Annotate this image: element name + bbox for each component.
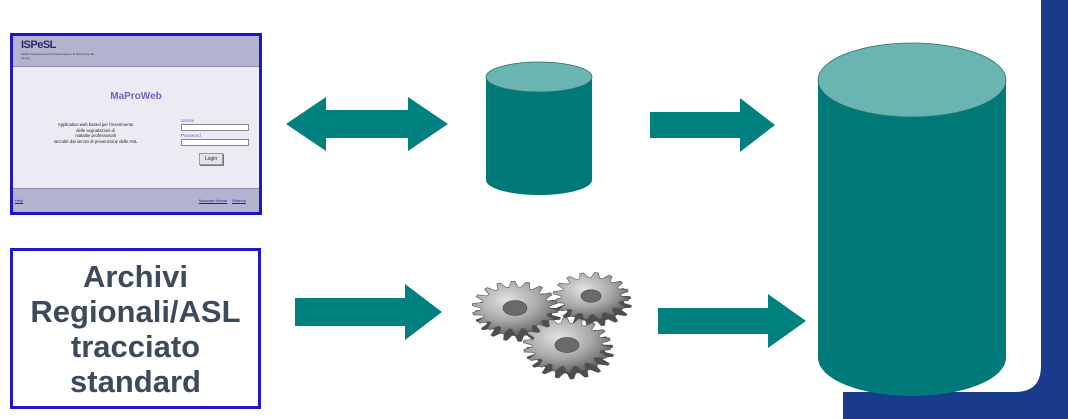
brand-bar [843,0,1068,419]
description-line: delle segnalazioni di [76,127,115,133]
screenshot-footer: Help Manuale Utente Rubrica [13,188,259,212]
gear-hub [580,289,602,303]
login-button[interactable]: Login [199,153,223,165]
app-description: Applicativo web based per l'inserimento … [23,122,168,144]
archives-line: standard [70,363,201,399]
ispesl-logo-subtitle: Istituto Superiore per la Prevenzione e … [21,52,95,60]
database-icon [485,61,593,195]
archives-line: Regionali/ASL [30,293,241,329]
gear-hub [502,300,528,316]
description-line: malattie professionali [75,133,116,139]
description-line: raccolte dai servizi di prevenzione dell… [53,138,138,144]
gear-hub [554,337,580,353]
description-line: Applicativo web based per l'inserimento [57,122,134,127]
gears-icon [471,272,632,380]
arrow-right-icon [658,294,806,348]
password-input[interactable] [181,139,249,146]
maproweb-screenshot: ISPeSL Istituto Superiore per la Prevenz… [10,33,262,215]
manual-link[interactable]: Manuale Utente [199,198,228,203]
user-input[interactable] [181,124,249,131]
password-label: Password [181,133,201,138]
database-icon [817,42,1007,396]
ispesl-logo: ISPeSL [21,39,56,51]
archives-box: Archivi Regionali/ASL tracciato standard [10,248,261,409]
arrow-right-icon [650,98,775,152]
archives-line: Archivi [82,258,189,294]
app-title: MaProWeb [110,91,162,102]
user-label: Utente [181,118,195,123]
directory-link[interactable]: Rubrica [232,198,246,203]
double-arrow-icon [286,97,448,151]
help-link[interactable]: Help [15,198,24,203]
screenshot-header: ISPeSL Istituto Superiore per la Prevenz… [13,36,259,67]
arrow-right-icon [295,284,442,340]
archives-line: tracciato [70,328,201,364]
